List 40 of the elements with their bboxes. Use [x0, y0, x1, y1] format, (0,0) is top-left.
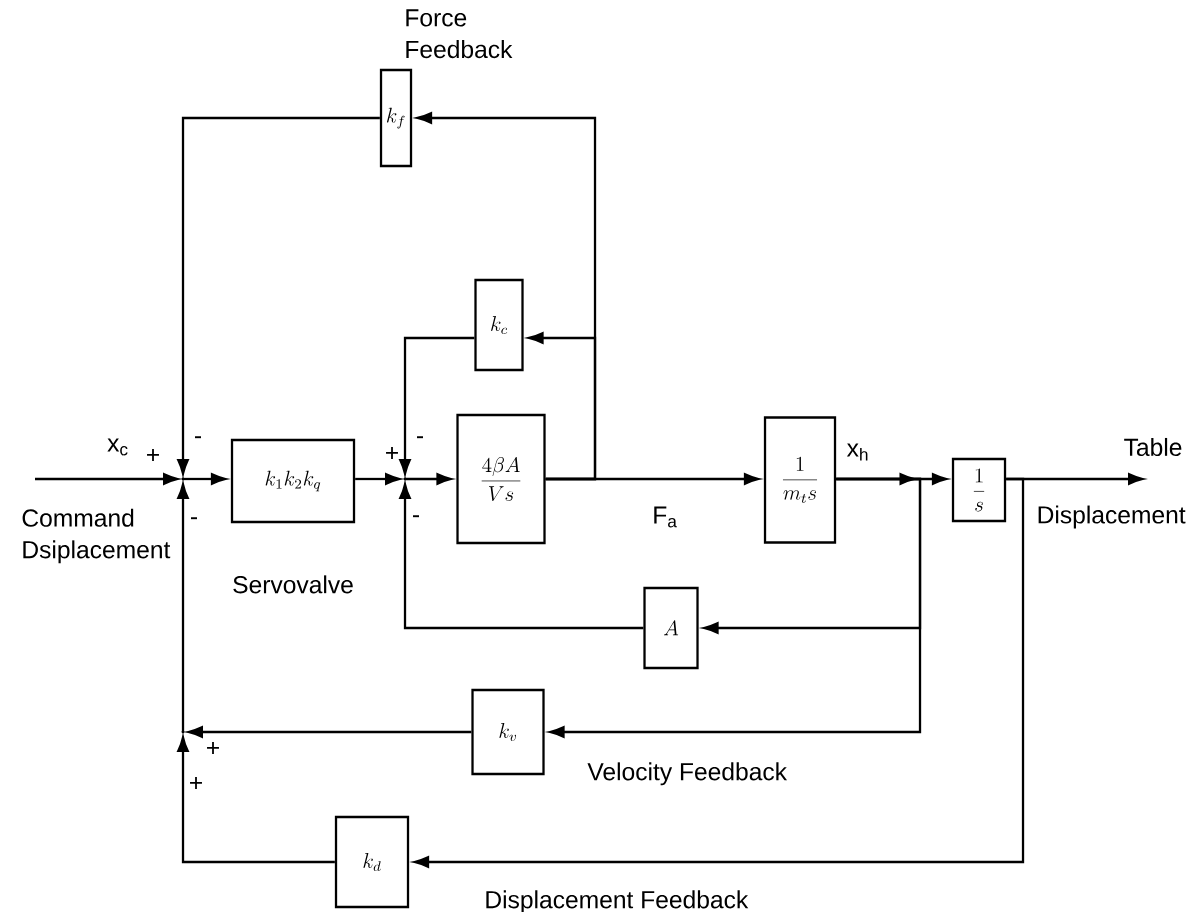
summing-point [403, 477, 407, 481]
transfer-block: $k_v$ [471, 688, 545, 776]
sign-label: + [207, 741, 219, 754]
transfer-block: $\frac{4\beta A}{V s}$ [456, 413, 546, 545]
arrow [399, 336, 475, 475]
sign-label: - [191, 517, 197, 520]
block-caption: Servovalve [233, 575, 353, 594]
signal-label: Displacement [1038, 505, 1186, 529]
transfer-block: $k_1 k_2 k_q$ [230, 438, 356, 524]
transfer-block: $\frac{1}{m_t s}$ [763, 416, 837, 544]
arrow [177, 736, 335, 864]
arrow [527, 332, 597, 481]
transfer-block: $k_d$ [334, 815, 410, 909]
arrow [187, 726, 472, 738]
transfer-block: $A$ [643, 586, 699, 670]
block-caption: Force Feedback [406, 9, 513, 59]
arrow [548, 477, 922, 738]
signal-label: F$_{a}$ [654, 506, 677, 528]
signal-label: x$_{c}$ [107, 438, 128, 456]
sign-label: + [190, 776, 202, 789]
arrow [177, 116, 380, 475]
summing-point [181, 730, 185, 734]
block-caption: Velocity Feedback [587, 762, 787, 786]
arrow [355, 473, 401, 485]
sign-label: - [417, 436, 423, 439]
arrow [177, 483, 189, 732]
signal-label: Table [1124, 437, 1182, 457]
sign-label: - [413, 515, 419, 518]
arrow [405, 473, 453, 485]
signal-label: x$_{h}$ [846, 443, 868, 461]
transfer-block: $\frac{1}{s}$ [951, 457, 1007, 523]
transfer-block: $k_f$ [379, 68, 413, 168]
transfer-block: $k_c$ [474, 278, 524, 372]
sign-label: + [147, 448, 159, 461]
arrow [35, 473, 179, 485]
sign-label: - [195, 436, 201, 439]
sign-label: + [386, 446, 398, 459]
arrow [399, 483, 644, 630]
summing-point [181, 477, 185, 481]
signal-label: Command Dsiplacement [22, 508, 171, 564]
